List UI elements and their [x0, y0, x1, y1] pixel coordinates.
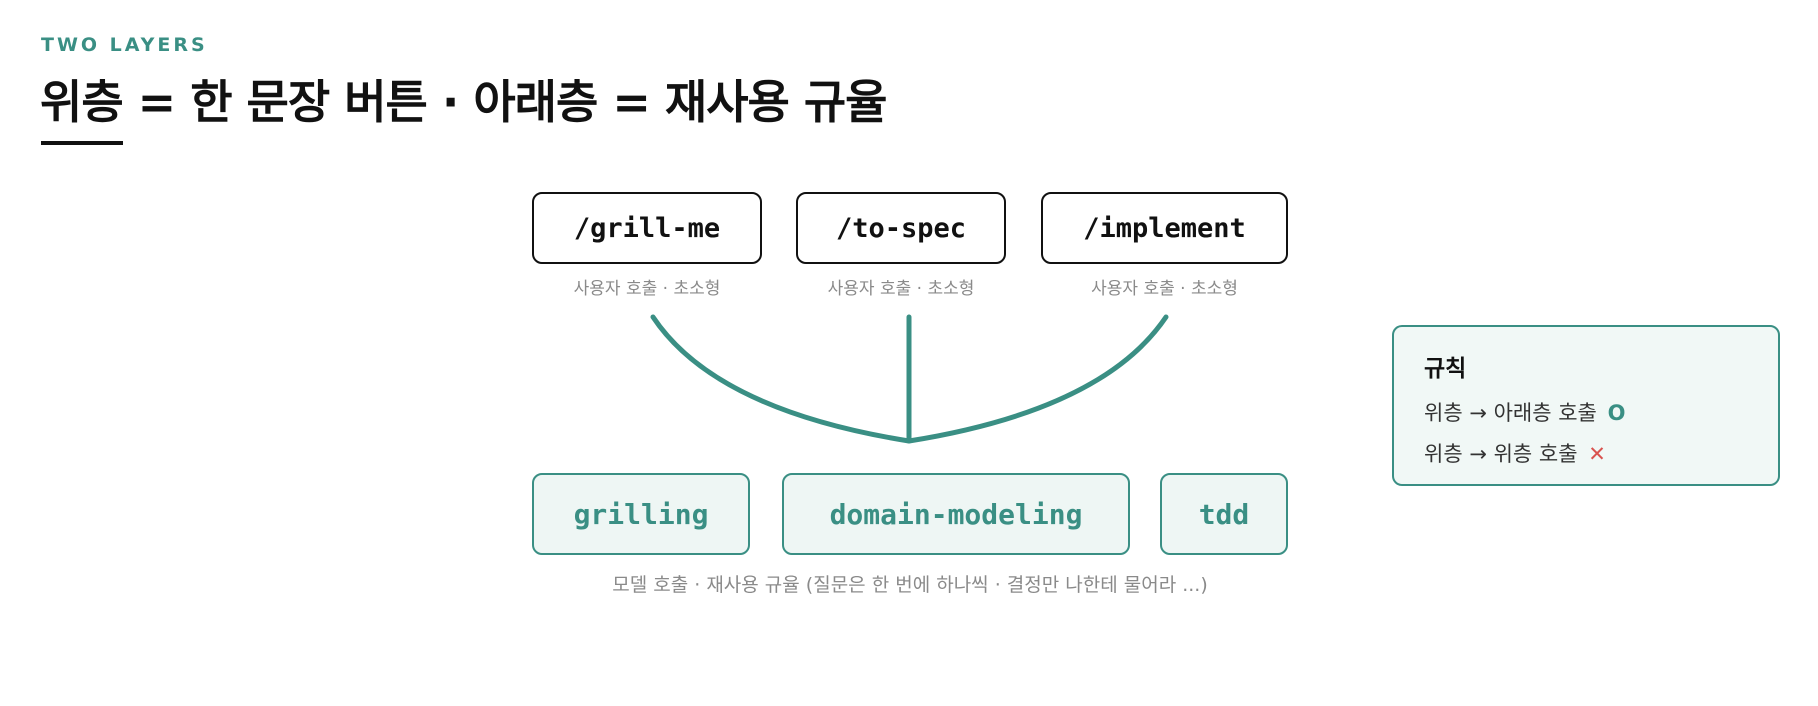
forbidden-mark-icon: ✕	[1588, 442, 1606, 466]
command-caption: 사용자 호출 · 초소형	[827, 279, 975, 299]
rule-item-forbidden: 위층 → 위층 호출 ✕	[1424, 438, 1748, 468]
rules-title: 규칙	[1424, 356, 1467, 382]
skill-grilling: grilling	[532, 473, 750, 555]
skill-label: domain-modeling	[829, 497, 1083, 531]
page-title: 위층 = 한 문장 버튼 · 아래층 = 재사용 규율	[40, 75, 887, 129]
command-to-spec: /to-spec	[796, 192, 1006, 264]
rule-text: 위층 → 위층 호출	[1424, 442, 1578, 466]
allowed-mark-icon: O	[1607, 401, 1626, 425]
command-caption: 사용자 호출 · 초소형	[1091, 279, 1238, 299]
connector-left	[650, 314, 912, 444]
command-label: /implement	[1083, 212, 1246, 244]
rule-text: 위층 → 아래층 호출	[1424, 401, 1597, 425]
command-label: /to-spec	[835, 212, 967, 244]
title-underline	[41, 141, 123, 145]
skills-caption: 모델 호출 · 재사용 규율 (질문은 한 번에 하나씩 · 결정만 나한테 물…	[612, 574, 1208, 596]
skill-domain-modeling: domain-modeling	[782, 473, 1130, 555]
command-grill-me: /grill-me	[532, 192, 762, 264]
skill-label: grilling	[573, 497, 709, 531]
rule-item-allowed: 위층 → 아래층 호출 O	[1424, 397, 1748, 427]
skill-tdd: tdd	[1160, 473, 1288, 555]
connector-right	[906, 314, 1169, 444]
command-caption: 사용자 호출 · 초소형	[573, 279, 721, 299]
skill-label: tdd	[1198, 497, 1250, 531]
command-implement: /implement	[1041, 192, 1288, 264]
eyebrow-label: TWO LAYERS	[41, 34, 208, 56]
command-label: /grill-me	[573, 212, 721, 244]
rules-panel: 규칙 위층 → 아래층 호출 O 위층 → 위층 호출 ✕	[1392, 325, 1780, 486]
